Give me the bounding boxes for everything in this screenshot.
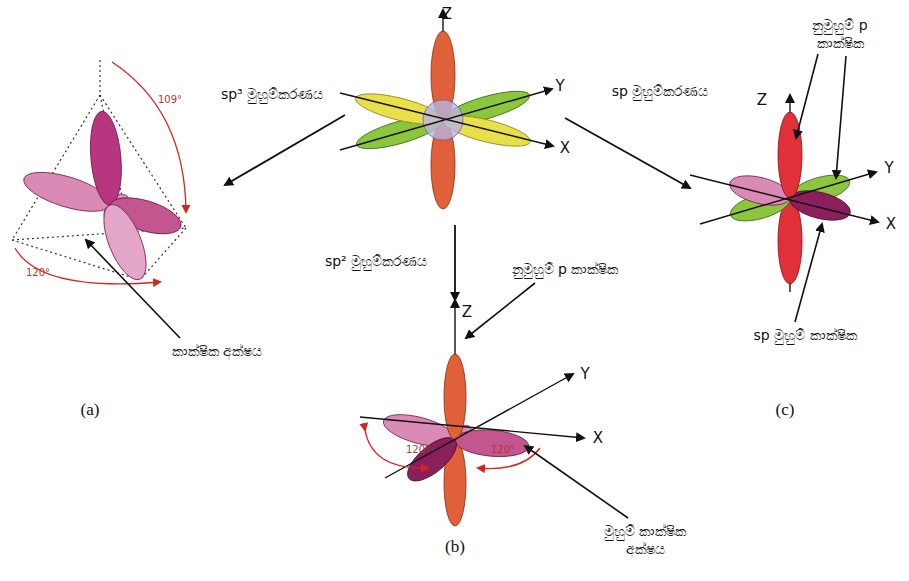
hybridisation-arrows	[225, 115, 690, 300]
axis-label: Z	[460, 303, 474, 322]
panel-tag: (c)	[774, 399, 797, 420]
sp-orbitals	[690, 54, 878, 322]
panel-tag: (a)	[79, 399, 102, 420]
angle-label: 120°	[404, 444, 432, 457]
arrow-label: sp මුහුම්කරණය	[610, 83, 711, 101]
angle-label: 120°	[489, 444, 517, 457]
arrow-label: sp² මුහුම්කරණය	[323, 253, 429, 271]
callout-label: sp මුහුම් කාක්ෂික	[751, 327, 858, 345]
axis-label: Y	[553, 77, 566, 96]
angle-label: 120°	[24, 267, 52, 280]
axis-label: Z	[440, 5, 454, 24]
arrow-label: sp³ මුහුම්කරණය	[219, 86, 325, 104]
unhybridised-orbitals	[340, 10, 553, 209]
callout-label: නුමුහුම් p කාක්ෂික	[788, 17, 892, 52]
sp3-orbitals	[12, 60, 186, 338]
axis-label: Y	[578, 365, 591, 384]
axis-label: Z	[755, 91, 769, 110]
sp2-orbitals	[360, 283, 628, 526]
panel-tag: (b)	[443, 536, 467, 557]
axis-label: X	[591, 429, 605, 448]
axis-label: X	[558, 139, 572, 158]
axis-label: Y	[882, 159, 895, 178]
callout-label: කාක්ෂික අක්ෂය	[170, 343, 264, 361]
callout-label: මුහුම් කාක්ෂික අක්ෂය	[586, 523, 705, 558]
axis-label: X	[884, 215, 898, 234]
angle-label: 109°	[156, 94, 184, 107]
callout-label: නුමුහුම් p කාක්ෂික	[510, 261, 621, 279]
